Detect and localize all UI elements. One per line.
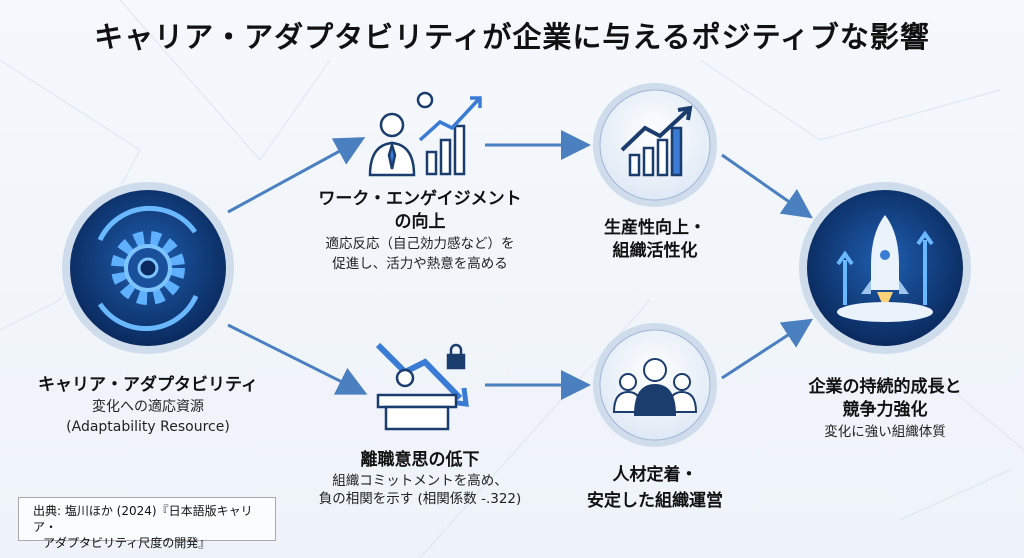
- engagement-label: ワーク・エンゲイジメント の向上 適応反応（自己効力感など）を 促進し、活力や熱…: [318, 188, 521, 274]
- page-title: キャリア・アダプタビリティが企業に与えるポジティブな影響: [94, 20, 930, 54]
- arrow-bottom-to-outcome: [721, 318, 814, 380]
- outcome-desc: 変化に強い組織体質: [824, 424, 946, 440]
- arrow-to-turnover: [227, 323, 368, 395]
- turnover-desk-down-arrow-icon: [375, 342, 469, 431]
- source-label: キャリア・アダプタビリティ 変化への適応資源 (Adaptability Res…: [38, 374, 258, 437]
- growth-rocket-icon: [799, 182, 971, 354]
- source-english: (Adaptability Resource): [66, 419, 230, 435]
- turnover-title: 離職意思の低下: [360, 450, 480, 470]
- adaptability-gear-icon: [62, 182, 234, 354]
- turnover-label: 離職意思の低下 組織コミットメントを高め、 負の相関を示す (相関係数 -.32…: [319, 449, 522, 508]
- productivity-chart-icon: [593, 83, 717, 207]
- outcome-title-2: 競争力強化: [842, 400, 928, 420]
- turnover-desc-1: 組織コミットメントを高め、: [332, 473, 508, 489]
- retention-title-2: 安定した組織運営: [587, 491, 723, 511]
- engagement-desc-1: 適応反応（自己効力感など）を: [325, 236, 515, 252]
- productivity-title-1: 生産性向上・: [604, 218, 706, 238]
- citation-box: 出典: 塩川ほか (2024)『日本語版キャリア・ アダプタビリティ尺度の開発』: [18, 497, 276, 550]
- outcome-title-1: 企業の持続的成長と: [808, 377, 962, 397]
- arrow-to-engagement: [227, 137, 366, 214]
- arrow-top-to-outcome: [721, 153, 813, 219]
- productivity-label: 生産性向上・ 組織活性化: [604, 217, 706, 263]
- turnover-desc-2: 負の相関を示す (相関係数 -.322): [318, 491, 522, 507]
- outcome-label: 企業の持続的成長と 競争力強化 変化に強い組織体質: [809, 376, 962, 442]
- retention-title-1: 人材定着・: [612, 465, 698, 485]
- retention-people-icon: [593, 323, 717, 447]
- engagement-person-chart-icon: [368, 91, 482, 177]
- source-subtitle: 変化への適応資源: [91, 399, 204, 415]
- productivity-title-2: 組織活性化: [612, 241, 698, 261]
- engagement-title-1: ワーク・エンゲイジメント: [318, 189, 522, 209]
- retention-label: 人材定着・ 安定した組織運営: [587, 462, 723, 514]
- flow-arrows: [227, 130, 814, 400]
- engagement-desc-2: 促進し、活力や熱意を高める: [332, 256, 508, 272]
- source-title: キャリア・アダプタビリティ: [38, 375, 258, 395]
- citation-line-1: 出典: 塩川ほか (2024)『日本語版キャリア・: [33, 504, 253, 534]
- citation-line-2: アダプタビリティ尺度の開発』: [43, 536, 211, 550]
- engagement-title-2: の向上: [394, 212, 446, 232]
